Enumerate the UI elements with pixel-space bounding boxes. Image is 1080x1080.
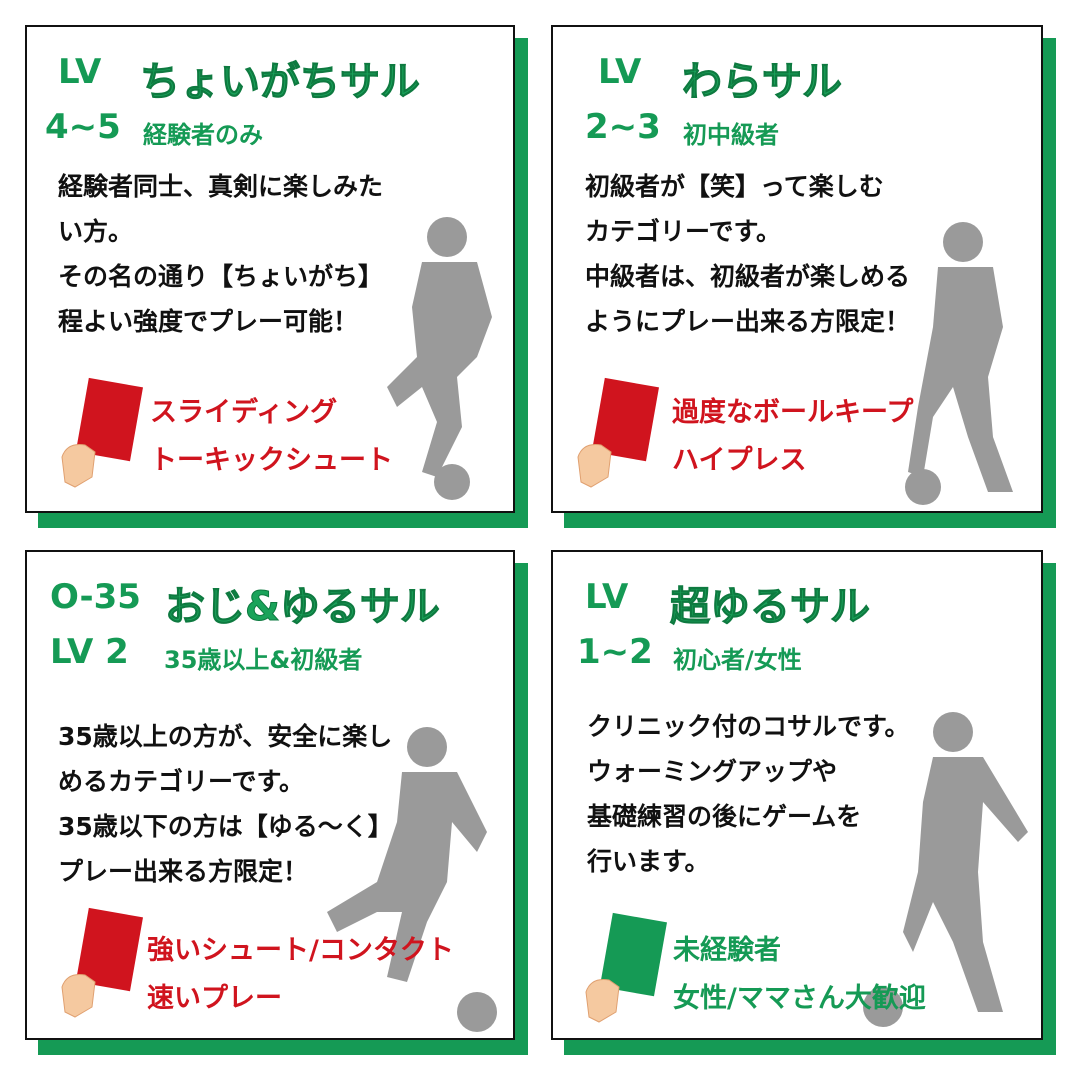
category-subtitle: 35歳以上&初級者 — [164, 646, 363, 674]
level-label: LV — [58, 52, 102, 92]
welcome-notes: 未経験者 女性/ママさん大歓迎 — [673, 927, 926, 1023]
player-silhouette-icon — [327, 727, 497, 1032]
description: 35歳以上の方が、安全に楽し めるカテゴリーです。 35歳以下の方は【ゆる～く】… — [58, 714, 498, 894]
description-line: い方。 — [58, 217, 134, 246]
player-silhouette-icon — [905, 222, 1013, 505]
level-range: 1~2 — [577, 632, 653, 672]
level-label: LV — [585, 577, 629, 617]
rule-item: ハイプレス — [672, 445, 807, 476]
prohibited-rules: 過度なボールキープ ハイプレス — [672, 389, 913, 485]
rule-item: トーキックシュート — [150, 445, 393, 476]
category-card-warasaru: LV わらサル 2~3 初中級者 初級者が【笑】って楽しむ カテゴリーです。 中… — [551, 25, 1043, 513]
red-card-icon — [61, 377, 143, 488]
rule-item: 過度なボールキープ — [672, 397, 914, 428]
description: 初級者が【笑】って楽しむ カテゴリーです。 中級者は、初級者が楽しめる ようにプ… — [585, 164, 1025, 344]
description-line: 35歳以下の方は【ゆる～く】 — [58, 812, 393, 841]
description: 経験者同士、真剣に楽しみた い方。 その名の通り【ちょいがち】 程よい強度でプレ… — [58, 164, 498, 344]
green-card-icon — [585, 912, 667, 1023]
category-title: わらサル — [682, 59, 843, 106]
description-line: めるカテゴリーです。 — [58, 767, 305, 796]
rule-item: 未経験者 — [673, 935, 781, 966]
player-silhouette-icon — [863, 712, 1028, 1027]
rule-item: 強いシュート/コンタクト — [147, 935, 454, 966]
prohibited-rules: 強いシュート/コンタクト 速いプレー — [147, 927, 454, 1023]
red-card-icon — [577, 377, 659, 488]
description-line: プレー出来る方限定！ — [58, 857, 309, 886]
description-line: その名の通り【ちょいがち】 — [58, 262, 384, 291]
level-range: 2~3 — [585, 107, 661, 147]
player-silhouette-icon — [387, 217, 492, 500]
category-card-oji-yurusaru: O-35 おじ&ゆるサル LV 2 35歳以上&初級者 35歳以上の方が、安全に… — [25, 550, 515, 1040]
rule-item: スライディング — [150, 397, 338, 428]
description-line: 初級者が【笑】って楽しむ — [585, 172, 884, 201]
category-title: 超ゆるサル — [670, 584, 871, 631]
level-range: 4~5 — [45, 107, 121, 147]
description-line: カテゴリーです。 — [585, 217, 782, 246]
category-subtitle: 初中級者 — [683, 121, 779, 149]
category-subtitle: 経験者のみ — [143, 121, 263, 149]
red-card-icon — [61, 907, 143, 1018]
level-label: O-35 — [50, 577, 141, 617]
level-range: LV 2 — [50, 632, 129, 672]
rule-item: 女性/ママさん大歓迎 — [673, 983, 926, 1014]
description-line: 行います。 — [587, 847, 710, 876]
category-title: おじ&ゆるサル — [165, 584, 441, 631]
description-line: 35歳以上の方が、安全に楽し — [58, 722, 393, 751]
description-line: 程よい強度でプレー可能！ — [58, 307, 359, 336]
rule-item: 速いプレー — [147, 983, 282, 1014]
description-line: ようにプレー出来る方限定！ — [585, 307, 911, 336]
category-subtitle: 初心者/女性 — [673, 646, 802, 674]
description-line: クリニック付のコサルです。 — [587, 712, 910, 741]
prohibited-rules: スライディング トーキックシュート — [150, 389, 393, 485]
description-line: 経験者同士、真剣に楽しみた — [58, 172, 384, 201]
description: クリニック付のコサルです。 ウォーミングアップや 基礎練習の後にゲームを 行いま… — [587, 704, 1027, 884]
description-line: ウォーミングアップや — [587, 757, 838, 786]
category-card-choigachi: LV ちょいがちサル 4~5 経験者のみ 経験者同士、真剣に楽しみた い方。 そ… — [25, 25, 515, 513]
level-label: LV — [598, 52, 642, 92]
category-card-cho-yurusaru: LV 超ゆるサル 1~2 初心者/女性 クリニック付のコサルです。 ウォーミング… — [551, 550, 1043, 1040]
description-line: 中級者は、初級者が楽しめる — [585, 262, 911, 291]
description-line: 基礎練習の後にゲームを — [587, 802, 862, 831]
category-title: ちょいがちサル — [140, 59, 421, 106]
